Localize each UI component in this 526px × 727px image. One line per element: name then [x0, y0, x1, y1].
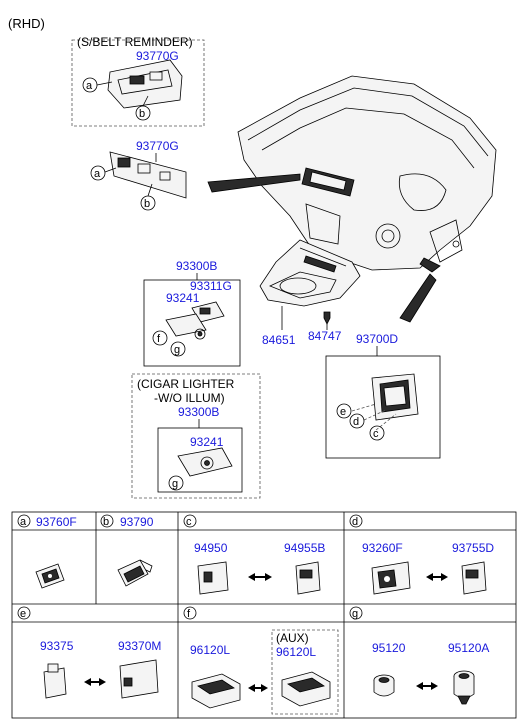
cigar-callout-g: g: [172, 478, 178, 490]
clip-part-number: 84747: [308, 329, 342, 343]
seatbelt-box-title: (S/BELT REMINDER): [77, 35, 193, 49]
cell-b-letter: b: [103, 516, 109, 528]
leader-arrow-console: [207, 173, 301, 193]
cell-e-letter: e: [20, 608, 26, 620]
switch-callout-a: a: [94, 168, 101, 180]
part-b-switch: [117, 559, 153, 587]
table-letter-circle: [349, 606, 363, 620]
console-callout-g: g: [174, 344, 180, 356]
cell-g-left: 95120: [372, 641, 406, 655]
cigar-title-line1: (CIGAR LIGHTER: [137, 377, 235, 391]
table-letter-circle: [17, 606, 31, 620]
cell-f-right: 96120L: [276, 645, 316, 659]
dash-callout-e: e: [340, 406, 346, 418]
console-sub-part-2: 93241: [166, 291, 200, 305]
dashboard-illustration: [237, 75, 497, 273]
cell-e-left: 93375: [40, 639, 74, 653]
console-callout-f: f: [157, 333, 161, 345]
dash-callout-c: c: [373, 428, 379, 440]
callout-circle: [90, 165, 106, 181]
console-tray: [259, 239, 361, 307]
part-a-switch: [35, 563, 65, 589]
cell-c-letter: c: [186, 516, 192, 528]
variant-label: (RHD): [8, 16, 45, 31]
switch-panel: [109, 151, 187, 199]
cell-f-aux-label: (AUX): [276, 631, 309, 645]
cell-d-right: 93755D: [452, 541, 494, 555]
double-arrow-icon: [248, 684, 268, 692]
clip-icon: [323, 311, 331, 325]
cigar-inner-box: [157, 427, 243, 493]
aux-box: [271, 629, 339, 715]
cell-a-code: 93760F: [36, 515, 77, 529]
parts-table: [11, 511, 517, 719]
cigar-part-number: 93300B: [178, 405, 219, 419]
part-e-left-switch: [43, 663, 67, 699]
part-d-left-switch: [371, 561, 411, 595]
double-arrow-icon: [416, 682, 438, 690]
cigar-sub-part: 93241: [190, 435, 224, 449]
double-arrow-icon: [426, 573, 448, 581]
dash-switch-box: [325, 355, 441, 459]
seatbelt-callout-b: b: [139, 108, 145, 120]
cell-a-letter: a: [20, 516, 27, 528]
callout-circle: [336, 403, 352, 419]
part-g-right-socket: [453, 670, 475, 705]
cigar-title-line2: -W/O ILLUM): [154, 391, 225, 405]
leader-arrow-switch: [399, 273, 437, 323]
switch-callout-b: b: [144, 198, 150, 210]
table-letter-circle: [183, 606, 197, 620]
cell-b-code: 93790: [120, 515, 154, 529]
part-e-right-switch: [119, 659, 159, 699]
cigar-panel: [177, 447, 233, 477]
console-switch-parts: [165, 301, 225, 340]
callout-circle: [170, 341, 186, 357]
cell-g-right: 95120A: [448, 641, 489, 655]
cell-e-right: 93370M: [118, 639, 161, 653]
console-switch-box: [143, 279, 241, 367]
table-letter-circle: [183, 514, 197, 528]
callout-circle: [168, 475, 184, 491]
seatbelt-reminder-box: [71, 39, 205, 127]
cell-d-left: 93260F: [362, 541, 403, 555]
seatbelt-callout-a: a: [86, 80, 93, 92]
table-letter-circle: [349, 514, 363, 528]
tray-part-number: 84651: [262, 333, 296, 347]
part-c-left-switch: [197, 561, 229, 595]
seatbelt-part-number: 93770G: [136, 49, 179, 63]
part-g-left-socket: [373, 674, 395, 697]
part-f-right-jack: [281, 671, 331, 707]
double-arrow-icon: [248, 573, 272, 581]
table-letter-circle: [17, 514, 31, 528]
console-sub-part-1: 93311G: [190, 279, 232, 293]
part-c-right-switch: [295, 561, 321, 595]
callout-circle: [349, 413, 365, 429]
dash-switch-housing: [371, 373, 419, 421]
console-part-number: 93300B: [176, 259, 217, 273]
cell-f-letter: f: [187, 608, 191, 620]
double-arrow-icon: [84, 678, 106, 686]
switch-panel-part-number: 93770G: [136, 139, 179, 153]
seatbelt-switch-panel: [107, 59, 183, 109]
cigar-lighter-box: [131, 373, 261, 499]
cell-g-letter: g: [352, 608, 358, 620]
callout-circle: [152, 330, 168, 346]
cell-c-left: 94950: [194, 541, 228, 555]
part-d-right-switch: [461, 561, 487, 595]
cell-d-letter: d: [352, 516, 358, 528]
table-letter-circle: [100, 514, 114, 528]
part-f-left-jack: [191, 673, 241, 709]
dash-callout-d: d: [353, 416, 359, 428]
callout-circle: [369, 425, 385, 441]
dash-switch-part-number: 93700D: [356, 332, 398, 346]
cell-c-right: 94955B: [284, 541, 325, 555]
cell-f-left: 96120L: [190, 643, 230, 657]
